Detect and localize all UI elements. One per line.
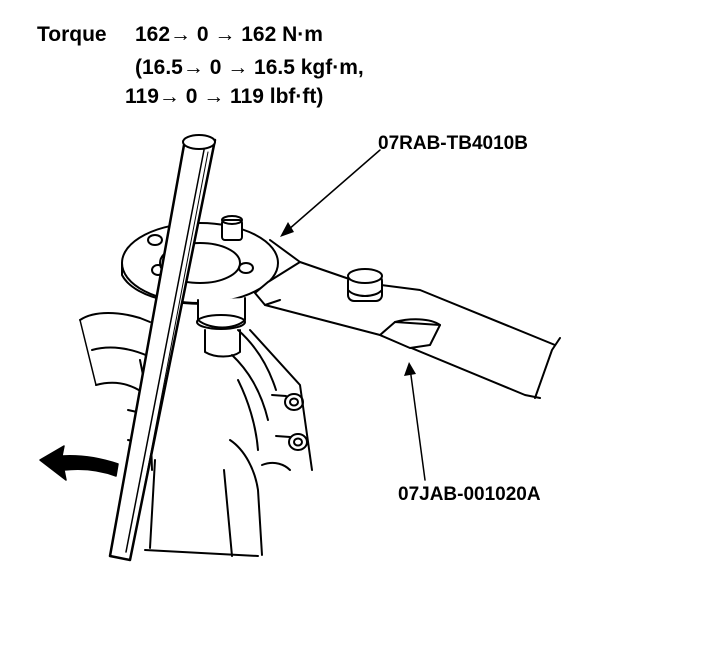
curved-arrow-left-icon <box>39 445 119 481</box>
crank-bolt-stud <box>221 215 243 241</box>
pulley-hub <box>196 297 246 358</box>
torque-spec-lbfft: 119→ 0 → 119 lbf·ft) <box>125 85 324 108</box>
housing-bosses <box>271 393 308 451</box>
holder-tool-ring <box>121 222 279 305</box>
torque-label: Torque <box>37 23 107 46</box>
callout-holder-tool: 07RAB-TB4010B <box>378 133 528 154</box>
handle-bar <box>254 239 561 399</box>
torque-spec-kgfm: (16.5→ 0 → 16.5 kgf·m, <box>135 56 364 79</box>
socket-extension-bar <box>108 134 217 562</box>
transmission-housing <box>79 312 313 557</box>
handle-knob <box>347 268 383 302</box>
callout-handle-tool: 07JAB-001020A <box>398 484 541 505</box>
leader-arrowheads <box>280 222 416 376</box>
torque-spec-nm: 162→ 0 → 162 N·m <box>135 23 323 46</box>
callout-leaders <box>287 149 426 481</box>
